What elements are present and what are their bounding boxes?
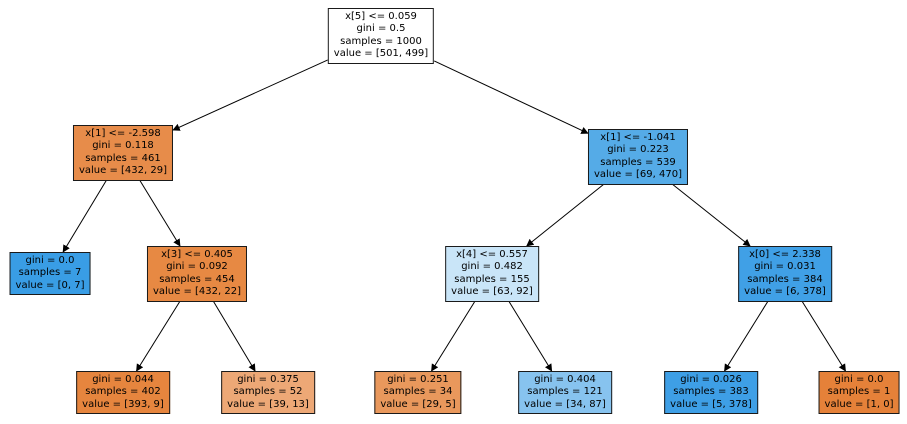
node-condition: x[1] <= -1.041 — [600, 132, 676, 143]
tree-edge-rl-rll — [431, 301, 476, 372]
node-samples: samples = 155 — [454, 273, 530, 285]
node-samples: samples = 1 — [827, 386, 891, 398]
node-gini: gini = 0.092 — [166, 261, 228, 273]
tree-leaf-depth2-1: gini = 0.0 samples = 7 value = [0, 7] — [9, 252, 91, 296]
node-gini: gini = 0.044 — [92, 374, 154, 385]
node-value: value = [501, 499] — [333, 48, 429, 60]
tree-leaf-depth3-1: gini = 0.044 samples = 402 value = [393,… — [76, 371, 170, 415]
tree-edge-root-l — [172, 59, 329, 131]
node-value: value = [63, 92] — [451, 286, 533, 298]
tree-node-root: x[5] <= 0.059 gini = 0.5 samples = 1000 … — [327, 8, 435, 64]
node-value: value = [0, 7] — [15, 279, 85, 291]
node-gini: gini = 0.223 — [607, 144, 669, 156]
tree-edge-lr-lrl — [136, 301, 181, 372]
tree-node-depth2-3: x[4] <= 0.557 gini = 0.482 samples = 155… — [445, 246, 539, 302]
node-gini: gini = 0.404 — [534, 374, 596, 385]
node-value: value = [69, 470] — [593, 169, 683, 181]
tree-leaf-depth3-2: gini = 0.375 samples = 52 value = [39, 1… — [221, 371, 315, 415]
node-value: value = [393, 9] — [82, 398, 164, 410]
node-value: value = [5, 378] — [670, 398, 752, 410]
tree-edge-root-r — [433, 60, 589, 134]
node-samples: samples = 383 — [673, 386, 749, 398]
node-condition: x[5] <= 0.059 — [345, 11, 417, 22]
node-condition: x[1] <= -2.598 — [85, 128, 161, 139]
tree-edge-rl-rlr — [508, 301, 553, 372]
node-samples: samples = 454 — [159, 273, 235, 285]
tree-node-depth2-2: x[3] <= 0.405 gini = 0.092 samples = 454… — [146, 246, 248, 302]
tree-leaf-depth3-4: gini = 0.404 samples = 121 value = [34, … — [518, 371, 612, 415]
tree-edge-lr-lrr — [213, 301, 256, 372]
tree-edge-rr-rrl — [724, 301, 769, 372]
node-condition: x[3] <= 0.405 — [161, 249, 233, 260]
tree-edge-r-rl — [526, 184, 604, 247]
node-value: value = [6, 378] — [744, 286, 826, 298]
tree-leaf-depth3-3: gini = 0.251 samples = 34 value = [29, 5… — [374, 371, 462, 415]
tree-node-depth1-right: x[1] <= -1.041 gini = 0.223 samples = 53… — [587, 129, 689, 185]
node-condition: x[0] <= 2.338 — [749, 249, 821, 260]
node-gini: gini = 0.251 — [387, 374, 449, 385]
node-value: value = [432, 29] — [78, 165, 168, 177]
node-value: value = [432, 22] — [152, 286, 242, 298]
tree-edge-rr-rrr — [801, 301, 846, 372]
node-samples: samples = 7 — [18, 267, 82, 279]
tree-edge-l-ll — [62, 180, 107, 253]
tree-edge-r-rr — [672, 184, 751, 247]
node-samples: samples = 384 — [747, 273, 823, 285]
node-samples: samples = 402 — [85, 386, 161, 398]
tree-node-depth1-left: x[1] <= -2.598 gini = 0.118 samples = 46… — [72, 125, 174, 181]
node-samples: samples = 121 — [527, 386, 603, 398]
node-gini: gini = 0.0 — [834, 374, 884, 385]
node-gini: gini = 0.0 — [25, 255, 75, 266]
node-samples: samples = 539 — [600, 156, 676, 168]
node-samples: samples = 52 — [233, 386, 303, 398]
node-value: value = [34, 87] — [524, 398, 606, 410]
tree-leaf-depth3-6: gini = 0.0 samples = 1 value = [1, 0] — [818, 371, 900, 415]
node-condition: x[4] <= 0.557 — [456, 249, 528, 260]
node-value: value = [29, 5] — [380, 398, 456, 410]
node-samples: samples = 1000 — [340, 35, 422, 47]
tree-node-depth2-4: x[0] <= 2.338 gini = 0.031 samples = 384… — [738, 246, 832, 302]
node-gini: gini = 0.031 — [754, 261, 816, 273]
node-gini: gini = 0.482 — [461, 261, 523, 273]
node-gini: gini = 0.118 — [92, 140, 154, 152]
node-gini: gini = 0.5 — [356, 23, 406, 35]
node-gini: gini = 0.375 — [237, 374, 299, 385]
node-samples: samples = 461 — [85, 152, 161, 164]
node-value: value = [1, 0] — [824, 398, 894, 410]
node-value: value = [39, 13] — [227, 398, 309, 410]
node-gini: gini = 0.026 — [680, 374, 742, 385]
tree-edge-l-lr — [139, 180, 181, 247]
tree-leaf-depth3-5: gini = 0.026 samples = 383 value = [5, 3… — [664, 371, 758, 415]
node-samples: samples = 34 — [383, 386, 453, 398]
